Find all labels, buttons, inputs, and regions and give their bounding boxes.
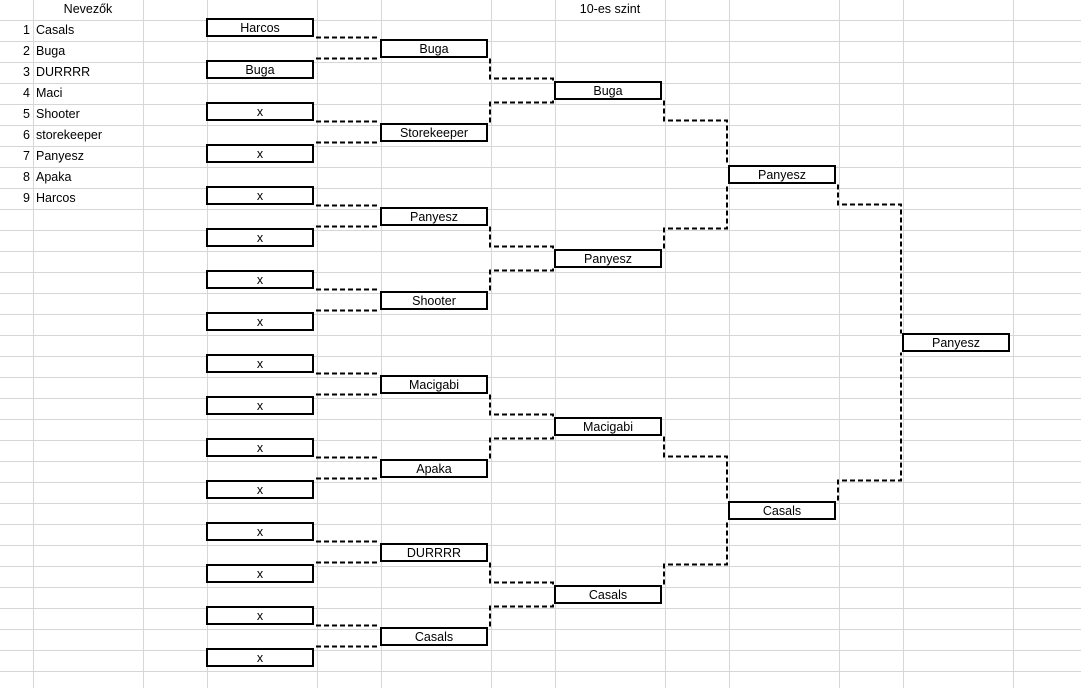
bracket-cell-round-2[interactable]: Shooter <box>380 291 488 310</box>
connector-line <box>663 436 728 502</box>
connector-line <box>663 520 728 585</box>
entrant-number[interactable]: 5 <box>23 107 30 121</box>
bracket-cell-round-2[interactable]: Casals <box>380 627 488 646</box>
connector-line <box>489 100 554 123</box>
column-divider <box>839 0 840 688</box>
connector-line <box>663 100 728 166</box>
column-divider <box>207 0 208 688</box>
bracket-cell-round-1[interactable]: x <box>206 270 314 289</box>
entrant-number[interactable]: 1 <box>23 23 30 37</box>
bracket-cell-round-2[interactable]: Macigabi <box>380 375 488 394</box>
column-divider <box>33 0 34 688</box>
connector-line <box>663 184 728 249</box>
column-divider <box>381 0 382 688</box>
entrant-number[interactable]: 6 <box>23 128 30 142</box>
bracket-cell-round-3[interactable]: Casals <box>554 585 662 604</box>
bracket-cell-round-4[interactable]: Casals <box>728 501 836 520</box>
entrant-number[interactable]: 2 <box>23 44 30 58</box>
bracket-cell-round-3[interactable]: Panyesz <box>554 249 662 268</box>
entrant-number[interactable]: 4 <box>23 86 30 100</box>
entrant-name[interactable]: storekeeper <box>36 128 103 142</box>
column-divider <box>143 0 144 688</box>
connector-line <box>837 352 902 501</box>
level-header[interactable]: 10-es szint <box>579 2 641 16</box>
bracket-cell-round-1[interactable]: x <box>206 228 314 247</box>
bracket-cell-round-1[interactable]: x <box>206 396 314 415</box>
column-divider <box>317 0 318 688</box>
bracket-cell-round-1[interactable]: x <box>206 312 314 331</box>
bracket-cell-round-1[interactable]: x <box>206 438 314 457</box>
entrant-number[interactable]: 8 <box>23 170 30 184</box>
entrant-name[interactable]: Apaka <box>36 170 72 184</box>
entrant-name[interactable]: DURRRR <box>36 65 91 79</box>
connector-line <box>489 58 554 82</box>
connector-line <box>489 394 554 418</box>
entrant-name[interactable]: Maci <box>36 86 63 100</box>
connector-line <box>837 184 902 334</box>
bracket-cell-round-5[interactable]: Panyesz <box>902 333 1010 352</box>
connector-line <box>489 226 554 250</box>
bracket-cell-round-3[interactable]: Buga <box>554 81 662 100</box>
entrant-number[interactable]: 7 <box>23 149 30 163</box>
bracket-cell-round-1[interactable]: x <box>206 186 314 205</box>
bracket-cell-round-4[interactable]: Panyesz <box>728 165 836 184</box>
column-divider <box>1013 0 1014 688</box>
bracket-cell-round-1[interactable]: x <box>206 354 314 373</box>
bracket-cell-round-1[interactable]: x <box>206 564 314 583</box>
bracket-cell-round-2[interactable]: Storekeeper <box>380 123 488 142</box>
bracket-cell-round-1[interactable]: x <box>206 606 314 625</box>
entrant-number[interactable]: 3 <box>23 65 30 79</box>
bracket-cell-round-2[interactable]: Panyesz <box>380 207 488 226</box>
column-divider <box>555 0 556 688</box>
entrant-name[interactable]: Panyesz <box>36 149 84 163</box>
bracket-cell-round-3[interactable]: Macigabi <box>554 417 662 436</box>
bracket-cell-round-2[interactable]: Apaka <box>380 459 488 478</box>
connector-line <box>489 562 554 586</box>
column-divider <box>665 0 666 688</box>
entrant-name[interactable]: Shooter <box>36 107 80 121</box>
entrant-name[interactable]: Harcos <box>36 191 76 205</box>
bracket-cell-round-1[interactable]: x <box>206 102 314 121</box>
bracket-cell-round-1[interactable]: x <box>206 648 314 667</box>
bracket-cell-round-2[interactable]: DURRRR <box>380 543 488 562</box>
column-divider <box>491 0 492 688</box>
column-divider <box>729 0 730 688</box>
connector-line <box>489 436 554 459</box>
bracket-cell-round-2[interactable]: Buga <box>380 39 488 58</box>
bracket-cell-round-1[interactable]: Harcos <box>206 18 314 37</box>
entrant-name[interactable]: Casals <box>36 23 75 37</box>
connector-line <box>489 268 554 291</box>
entrants-header[interactable]: Nevezők <box>63 2 113 16</box>
connector-line <box>489 604 554 627</box>
bracket-cell-round-1[interactable]: x <box>206 144 314 163</box>
bracket-cell-round-1[interactable]: x <box>206 480 314 499</box>
entrant-name[interactable]: Buga <box>36 44 66 58</box>
bracket-cell-round-1[interactable]: x <box>206 522 314 541</box>
bracket-cell-round-1[interactable]: Buga <box>206 60 314 79</box>
entrant-number[interactable]: 9 <box>23 191 30 205</box>
